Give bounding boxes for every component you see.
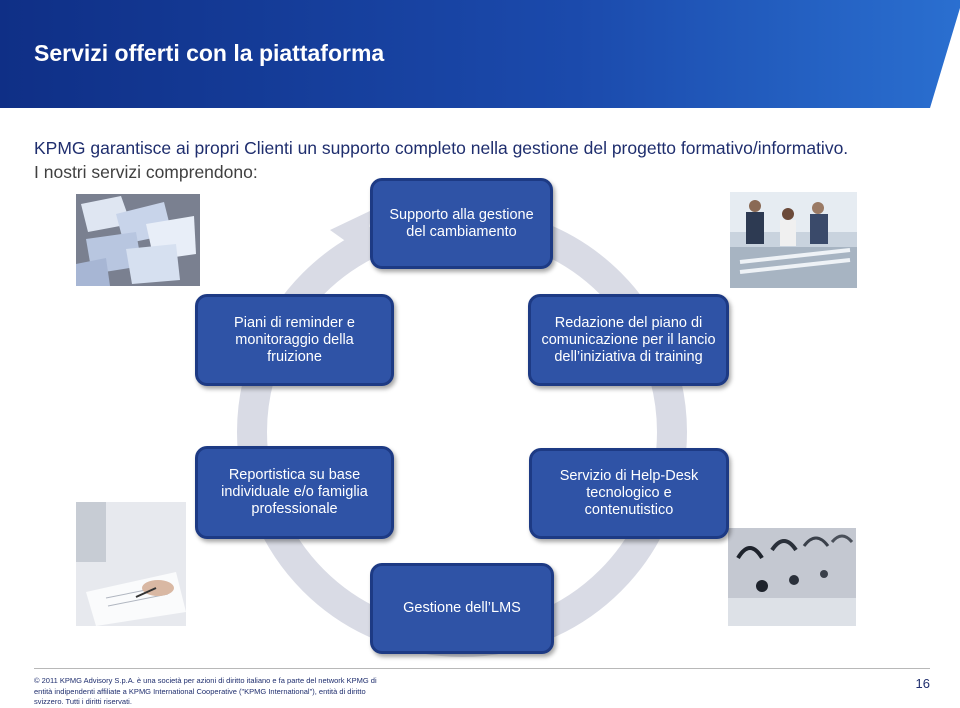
- header-background: [0, 0, 960, 108]
- service-label: Supporto alla gestione del cambiamento: [389, 206, 534, 240]
- footer-divider: [34, 668, 930, 669]
- headsets-photo: [728, 528, 856, 626]
- service-label: Redazione del piano di comunicazione per…: [541, 314, 716, 365]
- service-box-help-desk: Servizio di Help-Desk tecnologico e cont…: [529, 448, 729, 539]
- service-label: Gestione dell’LMS: [403, 600, 521, 616]
- writing-photo: [76, 502, 186, 626]
- service-box-reminder-plans: Piani di reminder e monitoraggio della f…: [195, 294, 394, 386]
- page-number: 16: [915, 676, 930, 691]
- service-box-lms-management: Gestione dell’LMS: [370, 563, 554, 654]
- intro-line-2: I nostri servizi comprendono:: [34, 162, 258, 182]
- service-label: Reportistica su base individuale e/o fam…: [221, 467, 368, 517]
- papers-photo: [76, 194, 200, 286]
- footer-legal-text: © 2011 KPMG Advisory S.p.A. è una societ…: [34, 676, 377, 706]
- service-label: Piani di reminder e monitoraggio della f…: [234, 314, 355, 365]
- service-box-reporting: Reportistica su base individuale e/o fam…: [195, 446, 394, 539]
- page-title: Servizi offerti con la piattaforma: [34, 40, 385, 66]
- header-banner: Servizi offerti con la piattaforma: [0, 0, 960, 108]
- cycle-arrowhead: [330, 210, 372, 255]
- intro-line-1: KPMG garantisce ai propri Clienti un sup…: [34, 138, 849, 158]
- service-label: Servizio di Help-Desk tecnologico e cont…: [559, 468, 699, 518]
- meeting-photo: [730, 192, 857, 288]
- service-box-communication-plan: Redazione del piano di comunicazione per…: [528, 294, 729, 386]
- service-box-change-management: Supporto alla gestione del cambiamento: [370, 178, 553, 269]
- intro-text: KPMG garantisce ai propri Clienti un sup…: [34, 136, 914, 184]
